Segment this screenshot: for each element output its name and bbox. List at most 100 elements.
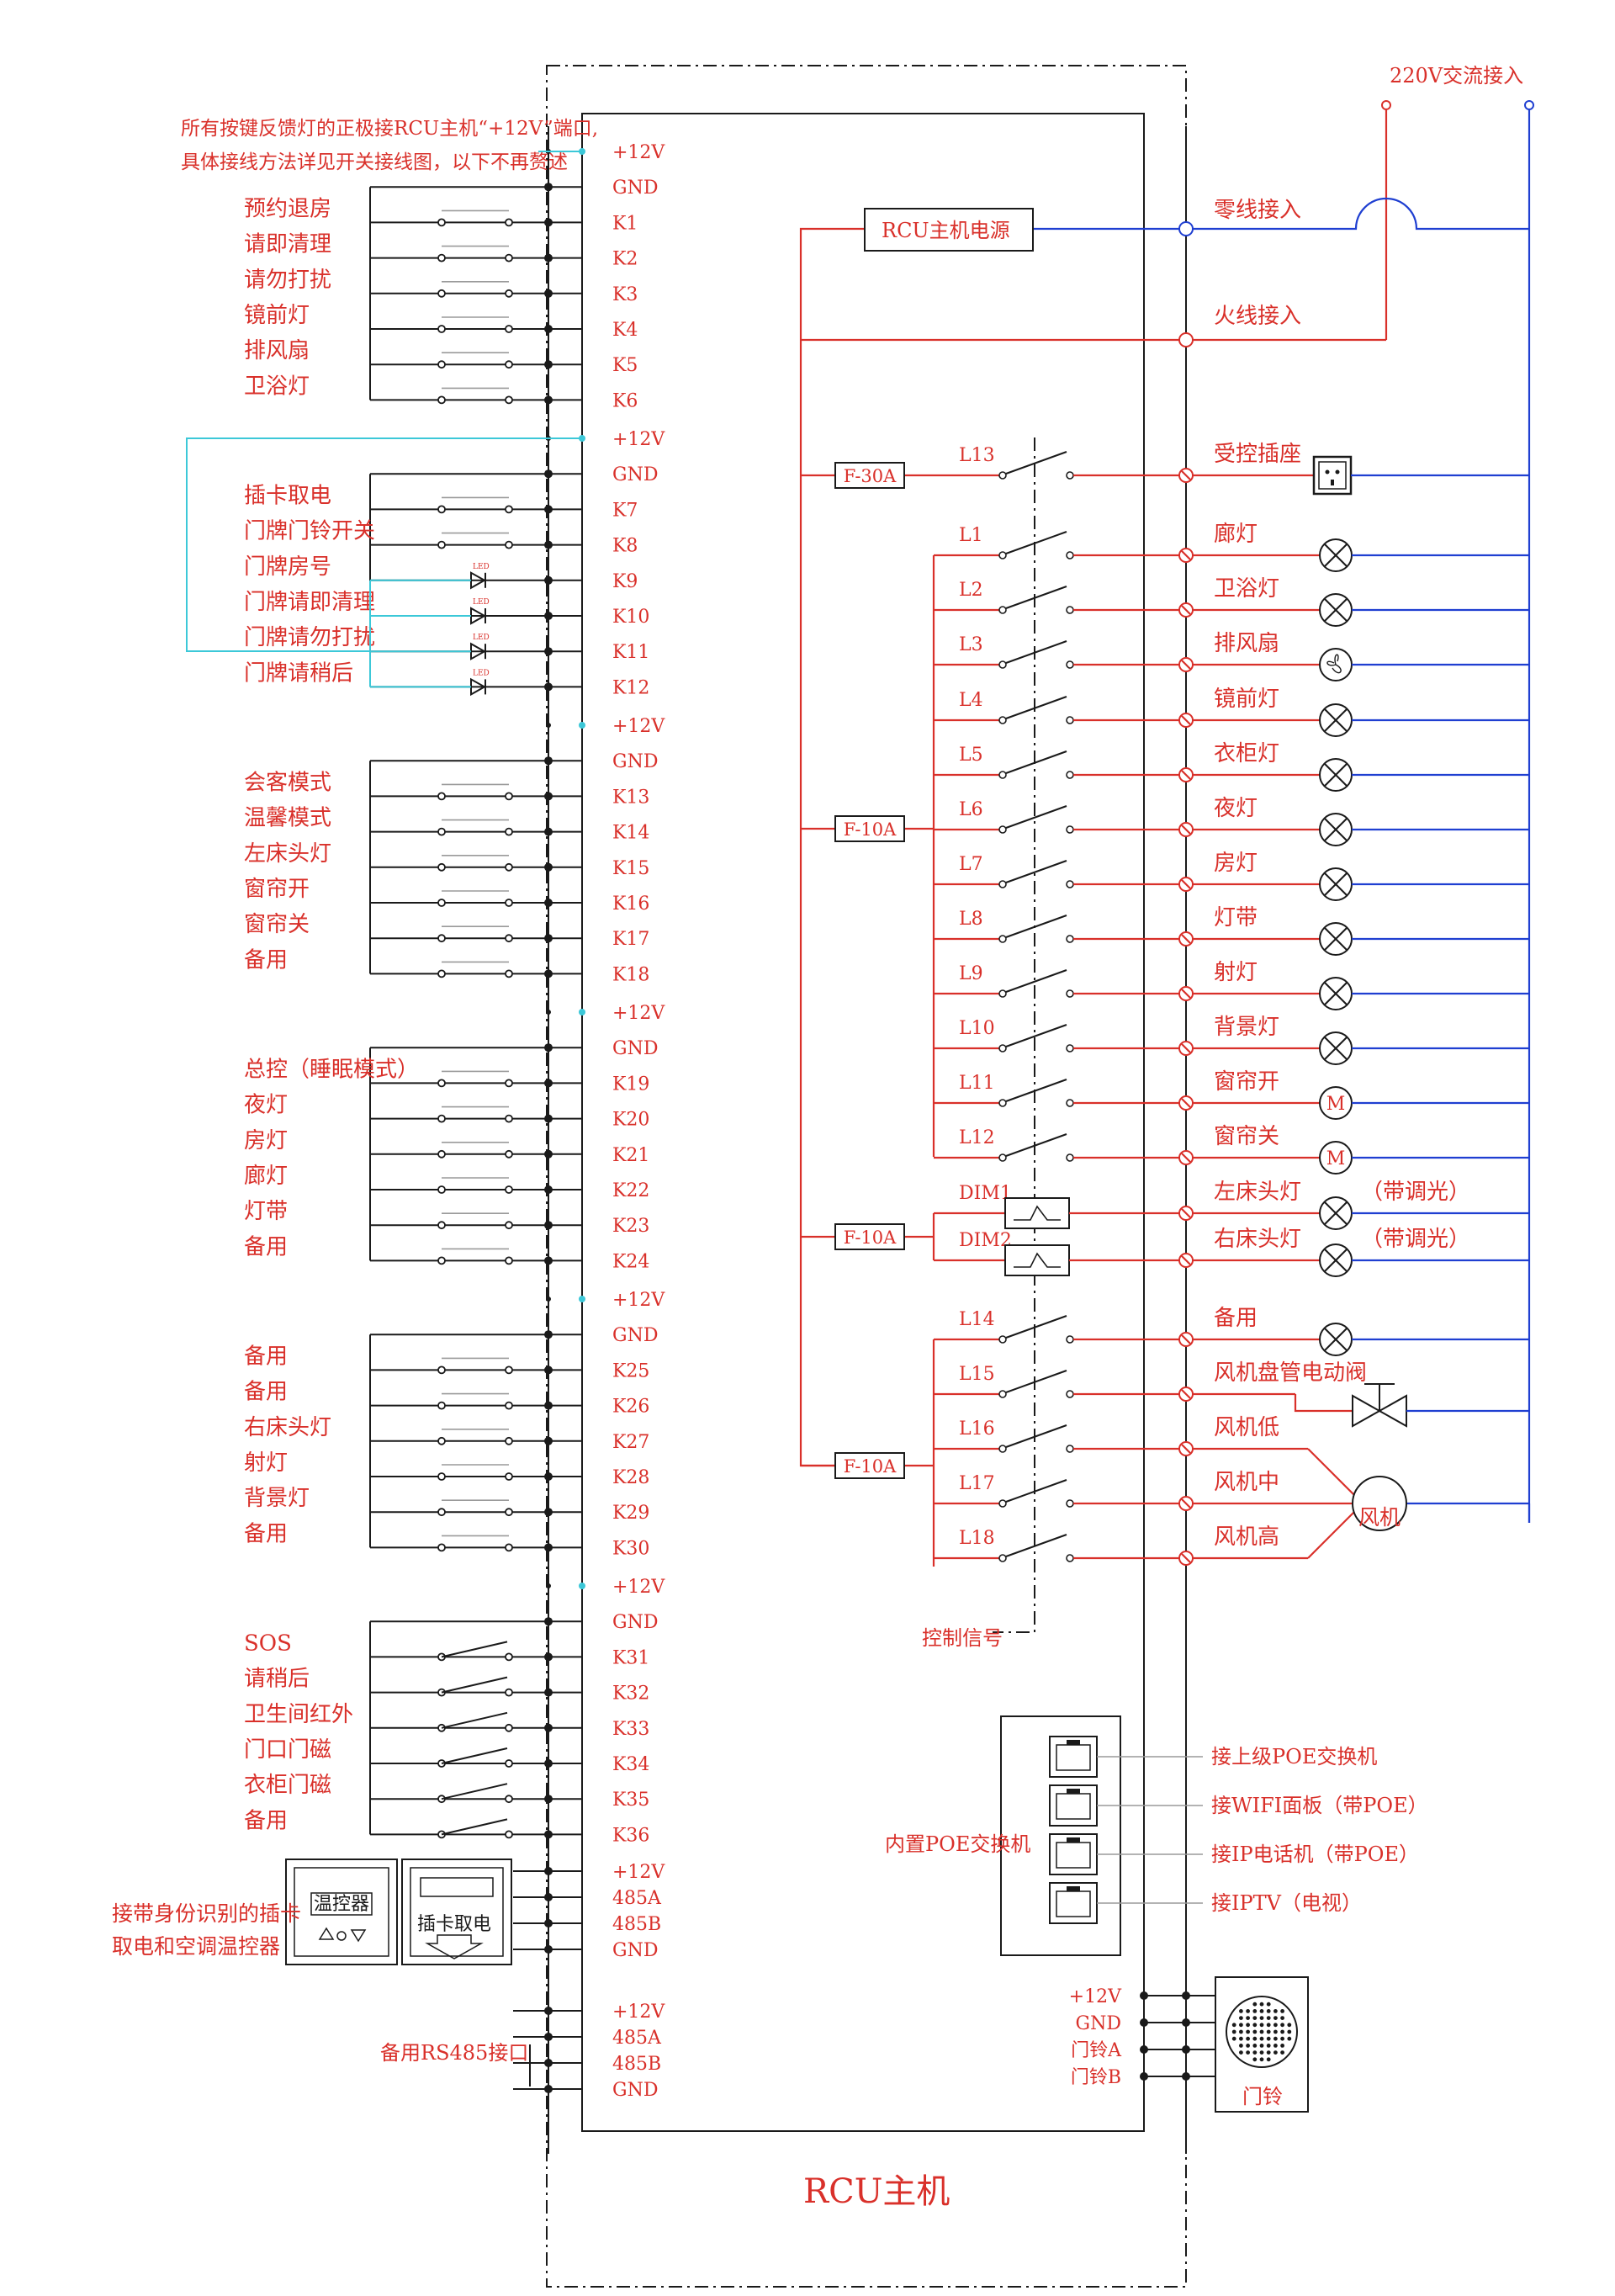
bus-dot <box>544 1688 553 1697</box>
relay-label: L4 <box>959 690 983 711</box>
poe-port-label: 接WIFI面板（带POE） <box>1211 1794 1428 1817</box>
relay-blade <box>1005 451 1067 475</box>
port-k24: K24 <box>612 1251 649 1272</box>
port-k14: K14 <box>612 823 649 844</box>
speaker-hole <box>1239 2023 1243 2028</box>
key-label: 会客模式 <box>244 770 331 795</box>
port-12v: +12V <box>612 429 665 450</box>
key-label: 灯带 <box>244 1199 288 1224</box>
port-k13: K13 <box>612 787 649 808</box>
key-label: 门牌请勿打扰 <box>244 625 375 650</box>
terminal-mark <box>1181 934 1191 944</box>
speaker-hole <box>1239 2050 1243 2055</box>
load-label: 左床头灯 <box>1214 1180 1301 1205</box>
bus-dot <box>544 1472 553 1481</box>
switch-contact <box>437 792 446 801</box>
plus12v-dot <box>579 1583 585 1589</box>
load-label: 风机中 <box>1214 1470 1279 1495</box>
doorbell-port: 门铃A <box>1071 2040 1122 2061</box>
switch-contact <box>505 395 513 405</box>
terminal-mark <box>1181 550 1191 560</box>
relay-contact <box>998 716 1007 724</box>
switch-contact <box>437 1508 446 1517</box>
switch-contact <box>505 540 513 549</box>
load-label: 窗帘关 <box>1214 1124 1279 1149</box>
port-gnd: GND <box>612 464 658 485</box>
speaker-hole <box>1231 2023 1236 2028</box>
port-k25: K25 <box>612 1360 649 1381</box>
load-label: 右床头灯 <box>1214 1227 1301 1252</box>
power-box-label: RCU主机电源 <box>882 219 1010 242</box>
relay-contact <box>998 1445 1007 1453</box>
key-label: SOS <box>244 1631 292 1656</box>
bus-dot <box>544 899 553 907</box>
switch-contact <box>437 899 446 907</box>
speaker-hole <box>1280 2016 1284 2021</box>
port-group-6: +12VGNDK31K32K33K34K35K36SOS请稍后卫生间红外门口门磁… <box>244 1577 665 1846</box>
switch-contact <box>505 1759 513 1768</box>
load-label: 备用 <box>1214 1306 1258 1331</box>
speaker-hole <box>1246 2044 1250 2048</box>
speaker-hole <box>1246 2029 1250 2034</box>
load-label: 风机盘管电动阀 <box>1214 1360 1367 1386</box>
speaker-hole <box>1259 2023 1264 2028</box>
terminal <box>1178 332 1194 347</box>
speaker-hole <box>1246 2036 1250 2041</box>
relay-blade <box>1005 915 1067 938</box>
relay-label: L1 <box>959 525 983 546</box>
switch-contact <box>437 1401 446 1410</box>
relay-contact <box>1066 1335 1074 1344</box>
bus-dot <box>544 792 553 801</box>
relay-contact <box>1066 989 1074 998</box>
relay-contact <box>1066 660 1074 669</box>
bus-dot <box>544 1365 553 1375</box>
rs485-port: +12V <box>612 1862 665 1883</box>
relay-label: L18 <box>959 1528 995 1549</box>
host-title: RCU主机 <box>803 2172 950 2211</box>
key-label: 门牌门铃开关 <box>244 519 375 544</box>
port-k23: K23 <box>612 1216 649 1237</box>
key-label: 备用 <box>244 1808 288 1833</box>
key-label: 背景灯 <box>244 1486 310 1511</box>
load-label: 卫浴灯 <box>1214 576 1279 602</box>
relay-blade <box>1005 750 1067 774</box>
port-k8: K8 <box>612 536 638 557</box>
lamp-cross <box>1324 1037 1348 1060</box>
poe-port-1: 接上级POE交换机 <box>1049 1736 1377 1778</box>
speaker-hole <box>1252 2044 1258 2048</box>
switch-contact <box>505 934 513 943</box>
key-label: 左床头灯 <box>244 841 331 867</box>
switch-contact <box>505 1723 513 1732</box>
bus-dot <box>544 1330 553 1339</box>
port-group-3: +12VGNDK13K14K15K16K17K18会客模式温馨模式左床头灯窗帘开… <box>244 716 665 985</box>
speaker-hole <box>1280 2050 1284 2055</box>
speaker-hole <box>1252 2057 1258 2062</box>
terminal-mark <box>1181 605 1191 615</box>
motor-symbol: M <box>1326 1148 1346 1169</box>
relay-contact <box>1066 880 1074 888</box>
bus-dot <box>546 1010 551 1015</box>
switch-contact <box>505 1221 513 1230</box>
switch-contact <box>437 540 446 549</box>
switch-contact <box>505 1436 513 1445</box>
port-k5: K5 <box>612 355 638 376</box>
speaker-hole <box>1273 2044 1278 2048</box>
key-label: 门口门磁 <box>244 1737 331 1763</box>
port-group-4: +12VGNDK19K20K21K22K23K24总控（睡眠模式）夜灯房灯廊灯灯… <box>244 1003 665 1272</box>
lamp-cross <box>1324 708 1348 732</box>
switch-contact <box>437 1221 446 1230</box>
insert-arrow-icon <box>425 1934 484 1959</box>
relay-contact <box>998 989 1007 998</box>
terminal-mark <box>1181 1153 1191 1163</box>
relay-blade <box>1005 1534 1067 1557</box>
live-label: 火线接入 <box>1214 304 1301 329</box>
bus-dot <box>544 360 553 369</box>
switch-contact <box>437 862 446 872</box>
bus-dot <box>1182 2018 1190 2027</box>
ac-neutral-terminal <box>1524 100 1534 110</box>
switch-contact <box>505 1830 513 1839</box>
